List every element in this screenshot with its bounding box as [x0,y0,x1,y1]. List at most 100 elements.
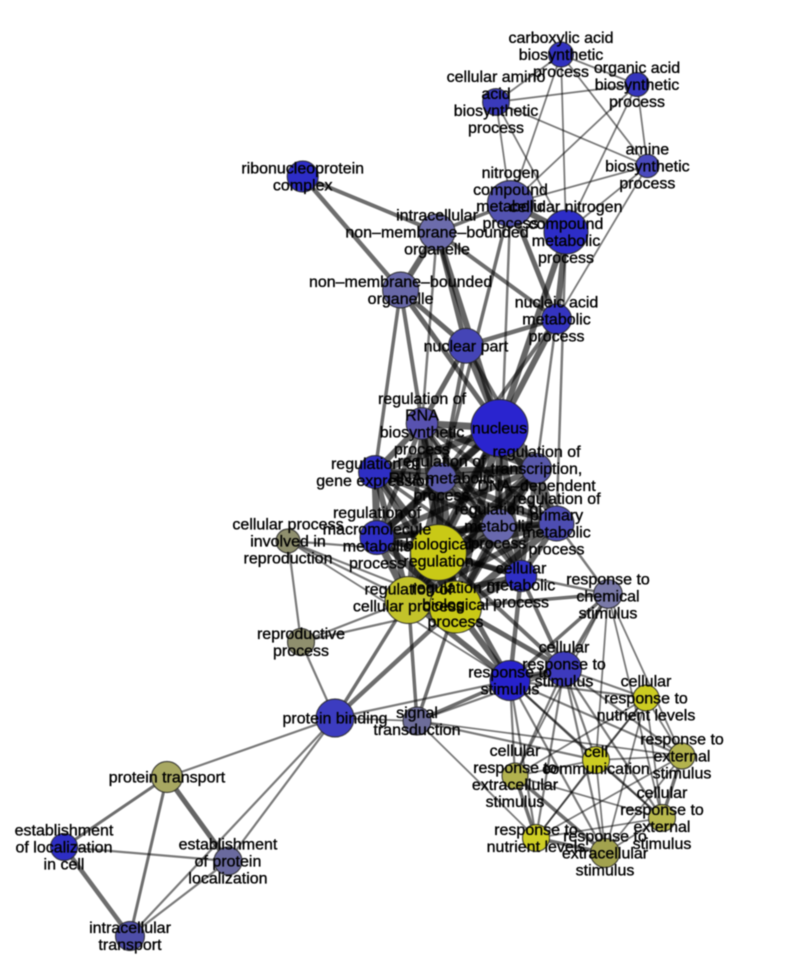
svg-text:process: process [273,643,329,660]
svg-text:compound: compound [529,216,604,233]
svg-text:complex: complex [273,178,333,195]
svg-text:stimulus: stimulus [579,606,638,623]
svg-text:involved in: involved in [250,534,326,551]
svg-text:response to: response to [522,657,606,674]
svg-text:compound: compound [473,182,548,199]
svg-text:biosynthetic: biosynthetic [380,425,465,442]
svg-text:extracellular: extracellular [562,846,649,863]
svg-text:regulation of: regulation of [333,505,422,522]
svg-text:process: process [468,120,524,137]
svg-text:process: process [619,176,675,193]
svg-text:stimulus: stimulus [535,674,594,691]
svg-text:process: process [528,329,584,346]
svg-text:process: process [349,556,405,573]
svg-text:metabolic: metabolic [343,539,411,556]
svg-text:regulation of: regulation of [492,444,581,461]
svg-text:protein transport: protein transport [109,770,226,787]
svg-text:external: external [634,819,691,836]
svg-text:cellular: cellular [490,743,541,760]
svg-text:reproductive: reproductive [257,626,345,643]
svg-text:RNA: RNA [405,408,439,425]
svg-text:process: process [482,216,538,233]
svg-text:cellular: cellular [496,561,547,578]
svg-text:primary: primary [530,508,583,525]
svg-text:reproduction: reproduction [244,551,333,568]
svg-text:response to: response to [563,829,647,846]
svg-text:response to: response to [604,691,688,708]
svg-text:establishment: establishment [15,823,114,840]
svg-text:regulation of: regulation of [397,454,486,471]
svg-text:acid: acid [481,86,510,103]
svg-text:cellular: cellular [621,674,672,691]
svg-text:process: process [609,94,665,111]
svg-text:process: process [493,595,549,612]
svg-text:response to: response to [473,760,557,777]
svg-text:process: process [413,488,469,505]
svg-text:stimulus: stimulus [481,682,540,699]
svg-text:organic acid: organic acid [594,60,680,77]
svg-text:response to: response to [640,732,724,749]
svg-text:communication: communication [542,761,650,778]
svg-text:of localization: of localization [16,840,113,857]
svg-text:signal: signal [396,705,438,722]
svg-text:process: process [394,441,450,458]
svg-text:regulation of: regulation of [454,502,543,519]
svg-text:intracellular: intracellular [396,208,478,225]
svg-text:metabolic: metabolic [522,525,590,542]
svg-text:nucleus: nucleus [472,421,527,438]
svg-text:metabolic: metabolic [476,199,544,216]
svg-text:transport: transport [98,937,162,954]
svg-text:metabolic: metabolic [532,233,600,250]
svg-text:process: process [528,542,584,559]
svg-text:of protein: of protein [195,854,262,871]
svg-text:process: process [427,614,483,631]
svg-text:cellular: cellular [637,785,688,802]
svg-text:nuclear part: nuclear part [424,338,509,355]
svg-text:stimulus: stimulus [633,836,692,853]
svg-text:intracellular: intracellular [89,920,171,937]
svg-text:regulation: regulation [403,554,473,571]
svg-text:cellular: cellular [539,640,590,657]
svg-text:regulation of: regulation of [378,391,467,408]
svg-text:response to: response to [468,665,552,682]
svg-text:nutrient levels: nutrient levels [487,839,586,856]
svg-text:stimulus: stimulus [653,766,712,783]
svg-text:process: process [533,64,589,81]
svg-text:RNA metabolic: RNA metabolic [389,471,495,488]
svg-text:process: process [470,536,526,553]
svg-text:cellular nitrogen: cellular nitrogen [510,199,623,216]
svg-text:biological: biological [405,537,472,554]
svg-text:biosynthetic: biosynthetic [519,47,604,64]
svg-text:stimulus: stimulus [576,863,635,880]
svg-text:metabolic: metabolic [522,312,590,329]
svg-text:protein binding: protein binding [283,711,388,728]
svg-text:biological: biological [422,597,489,614]
svg-text:metabolic: metabolic [487,578,555,595]
svg-text:response to: response to [620,802,704,819]
svg-text:transduction: transduction [373,722,460,739]
svg-text:response to: response to [494,822,578,839]
svg-text:nutrient levels: nutrient levels [597,708,696,725]
svg-text:organelle: organelle [368,291,434,308]
svg-text:regulation of: regulation of [512,491,601,508]
svg-text:non–membrane–bounded: non–membrane–bounded [345,225,528,242]
svg-text:carboxylic acid: carboxylic acid [509,30,614,47]
svg-text:process: process [538,250,594,267]
svg-text:regulation of: regulation of [411,580,500,597]
svg-text:gene expression: gene expression [316,473,433,490]
svg-text:cellular process: cellular process [232,517,343,534]
svg-text:organelle: organelle [404,242,470,259]
svg-text:in cell: in cell [44,857,85,874]
svg-text:transcription,: transcription, [491,461,583,478]
svg-text:establishment: establishment [179,837,278,854]
svg-text:cell: cell [584,744,608,761]
svg-text:extracellular: extracellular [472,777,559,794]
svg-text:biosynthetic: biosynthetic [605,159,690,176]
svg-text:macromolecule: macromolecule [323,522,432,539]
svg-text:DNA–dependent: DNA–dependent [477,478,596,495]
svg-text:metabolic: metabolic [464,519,532,536]
svg-text:localization: localization [188,871,267,888]
svg-text:stimulus: stimulus [486,794,545,811]
svg-text:amine: amine [626,142,670,159]
svg-text:regulation of: regulation of [364,582,453,599]
